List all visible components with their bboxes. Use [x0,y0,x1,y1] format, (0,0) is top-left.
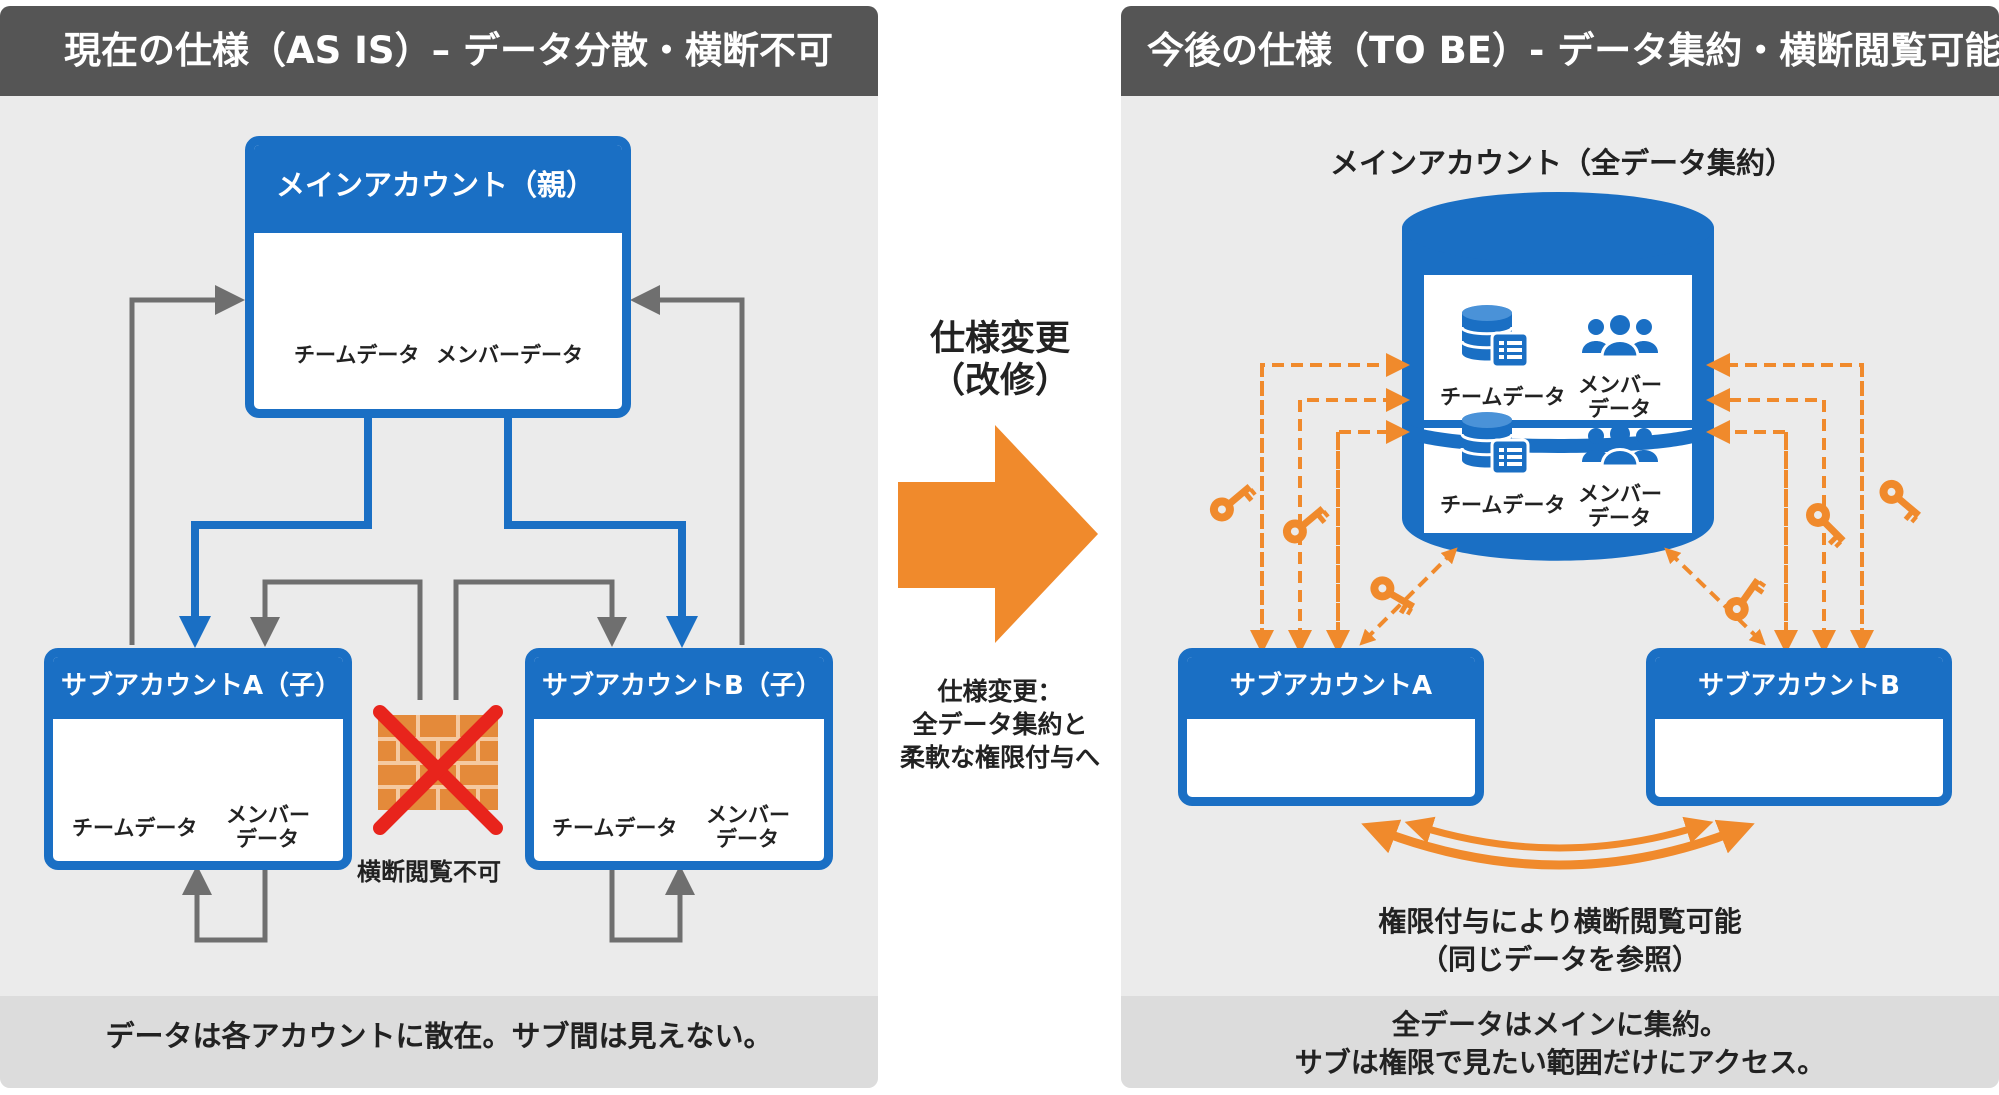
to-be-sub-account-a-title: サブアカウントA [1187,657,1475,719]
blocked-label: 横断閲覧不可 [357,858,501,886]
sub-a-member-line2: データ [236,827,299,851]
sub-a-team-data-label: チームデータ [72,816,198,840]
gray-self-loop-sub-a [182,865,268,943]
main-team-data-label: チームデータ [294,343,420,367]
as-is-header: 現在の仕様（AS IS）– データ分散・横断不可 [0,6,878,96]
main-account-title: メインアカウント（親） [254,145,622,233]
gray-self-loop-sub-b [609,865,695,943]
forbidden-x-icon [373,705,503,835]
gray-return-arrow-right [630,285,745,645]
big-right-arrow-icon [898,425,1098,643]
share-text-line2: （同じデータを参照） [1419,943,1700,976]
blue-arrow-main-to-sub-a [179,415,372,648]
sub-b-team-data-label: チームデータ [552,816,678,840]
key-icon [1801,498,1853,550]
to-be-footer-line1: 全データはメインに集約。 [1391,1008,1728,1041]
to-be-sub-account-b-title: サブアカウントB [1655,657,1943,719]
share-text-line1: 権限付与により横断閲覧可能 [1378,905,1742,938]
blue-arrow-main-to-sub-b [504,415,698,648]
key-icon [1720,571,1768,626]
gray-return-arrow-left [129,285,245,645]
key-icon [1205,476,1258,527]
to-be-footer: 全データはメインに集約。 サブは権限で見たい範囲だけにアクセス。 [1121,996,1999,1088]
db-member-data-1-line1: メンバー [1578,373,1662,397]
change-desc-line1: 仕様変更： [937,677,1063,706]
as-is-footer: データは各アカウントに散在。サブ間は見えない。 [0,996,878,1088]
to-be-sub-account-a-box: サブアカウントA [1178,648,1484,806]
change-desc-line3: 柔軟な権限付与へ [899,743,1100,772]
db-member-data-2-line2: データ [1588,506,1651,530]
db-team-data-label-2: チームデータ [1440,493,1566,517]
main-account-box: メインアカウント（親） [245,136,631,418]
change-title-line2: （改修） [929,361,1070,401]
sub-a-member-line1: メンバー [226,803,310,827]
gray-blocked-arrow-to-a [250,579,423,700]
sub-b-member-line1: メンバー [706,803,790,827]
db-member-data-1-line2: データ [1588,397,1651,421]
sub-account-b-box: サブアカウントB（子） [525,648,833,870]
gray-blocked-arrow-to-b [453,579,627,700]
to-be-sub-account-b-box: サブアカウントB [1646,648,1952,806]
share-double-arrow [1361,816,1755,870]
db-member-data-2-line1: メンバー [1578,482,1662,506]
sub-account-b-title: サブアカウントB（子） [534,657,824,719]
as-is-footer-text: データは各アカウントに散在。サブ間は見えない。 [105,1019,773,1053]
main-member-data-label: メンバーデータ [436,343,583,367]
key-icon [1278,498,1331,549]
to-be-header: 今後の仕様（TO BE）- データ集約・横断閲覧可能 [1121,6,1999,96]
key-icon [1874,475,1928,525]
sub-account-a-title: サブアカウントA（子） [53,657,343,719]
sub-b-member-line2: データ [716,827,779,851]
db-title: メインアカウント（全データ集約） [1330,146,1795,180]
change-desc-line2: 全データ集約と [912,710,1088,739]
change-title-line1: 仕様変更 [929,319,1070,359]
db-team-data-label-1: チームデータ [1440,385,1566,409]
orange-access-lines-right [1664,353,1874,654]
sub-account-a-box: サブアカウントA（子） [44,648,352,870]
to-be-footer-line2: サブは権限で見たい範囲だけにアクセス。 [1294,1046,1826,1079]
